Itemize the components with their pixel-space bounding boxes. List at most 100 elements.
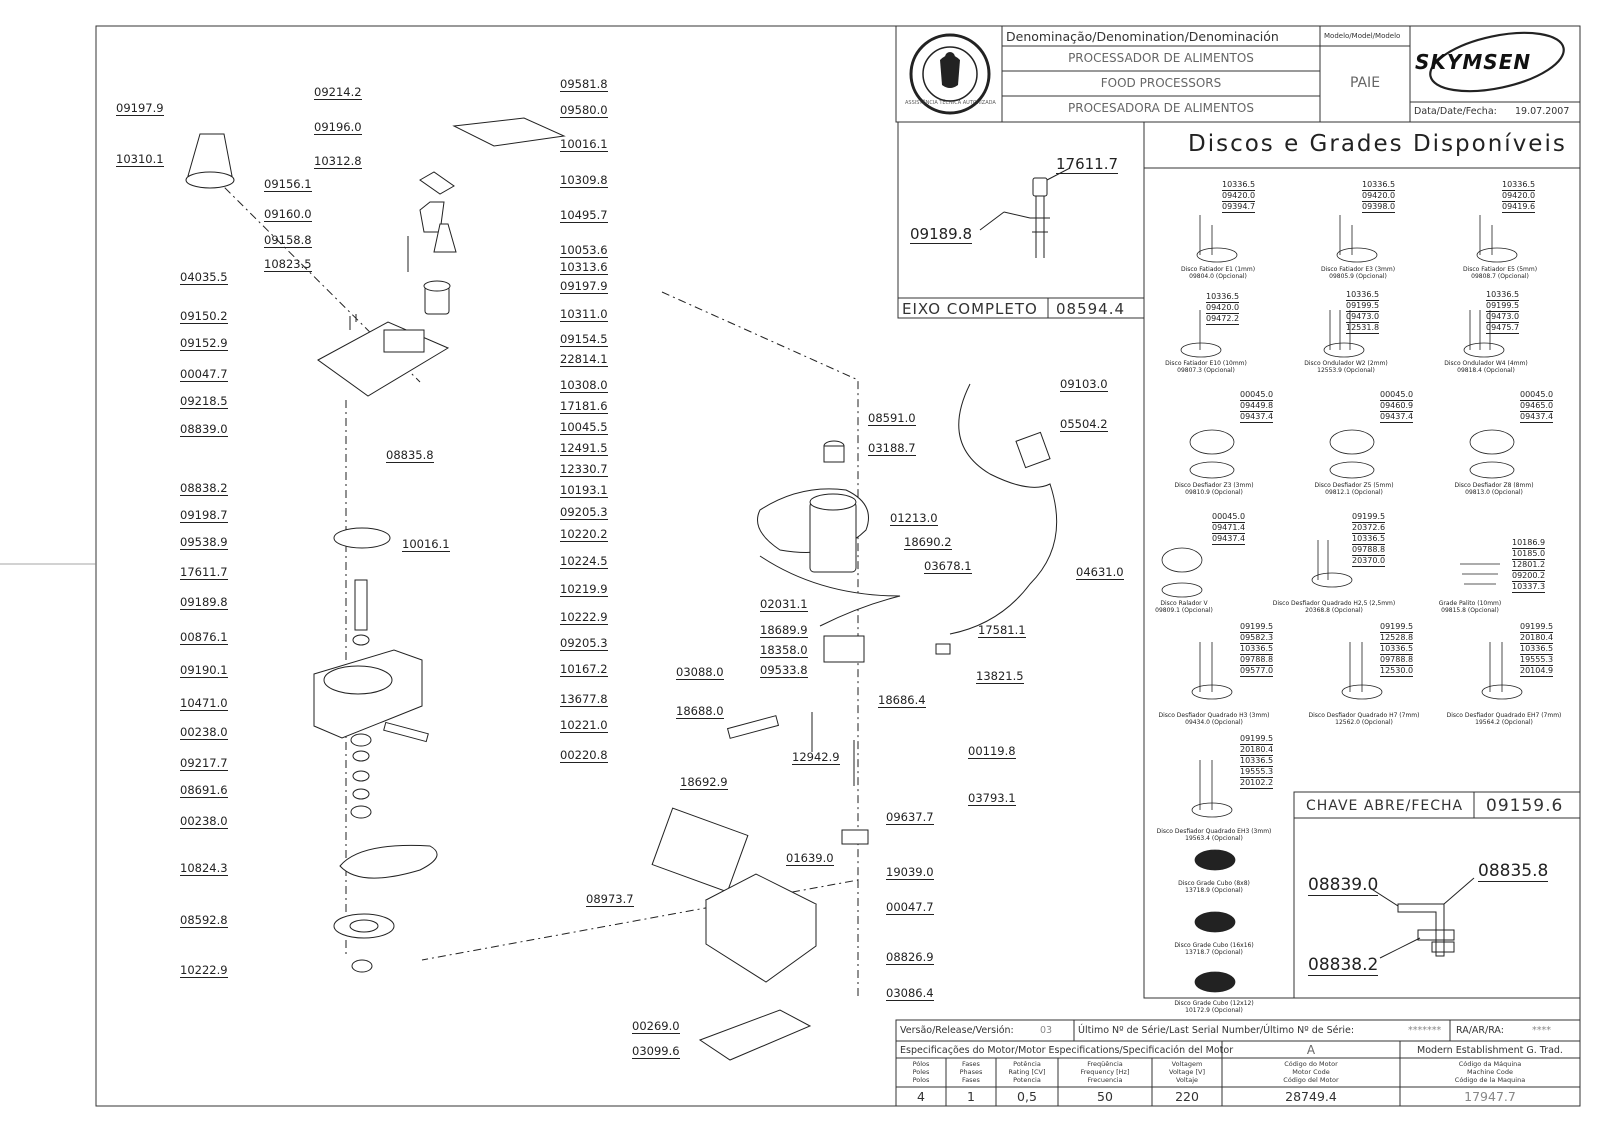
switch-part-3: 08838.2 <box>1308 955 1379 976</box>
disc-caption-line: 09810.9 (Opcional) <box>1185 489 1243 496</box>
right-part-callout: 13677.8 <box>560 692 608 707</box>
ra-value: **** <box>1532 1025 1551 1036</box>
disc-part-callout: 09199.5 <box>1520 622 1554 633</box>
disc-part-callout: 09199.5 <box>1380 622 1414 633</box>
motor-part-callout: 01213.0 <box>890 511 938 526</box>
shaft-part-left: 09189.8 <box>910 225 973 244</box>
shaft-part-top: 17611.7 <box>1056 155 1119 174</box>
motor-part-callout: 08826.9 <box>886 950 934 965</box>
motor-part-callout: 00269.0 <box>632 1019 680 1034</box>
disc-caption: Disco Fatiador E10 (10mm)09807.3 (Opcion… <box>1136 360 1276 374</box>
disc-part-callout: 09420.0 <box>1362 191 1396 202</box>
right-part-callout: 10045.5 <box>560 420 608 435</box>
disc-caption-line: Disco Desfiador Z8 (8mm) <box>1454 482 1534 489</box>
disc-caption-line: Disco Fatiador E5 (5mm) <box>1462 266 1538 273</box>
disc-caption: Disco Desfiador Z8 (8mm)09813.0 (Opciona… <box>1424 482 1564 496</box>
disc-part-callout: 09420.0 <box>1206 303 1240 314</box>
right-part-callout: 00220.8 <box>560 748 608 763</box>
disc-part-callout: 10336.5 <box>1240 756 1274 767</box>
motor-spec-header-line: Voltagem <box>1171 1060 1203 1068</box>
motor-spec-value: 0,5 <box>1017 1089 1037 1104</box>
disc-part-callout: 09437.4 <box>1380 412 1414 423</box>
disc-part-callout: 12530.0 <box>1380 666 1414 677</box>
disc-part-callout: 20180.4 <box>1520 633 1554 644</box>
disc-part-callout: 20370.0 <box>1352 556 1386 567</box>
disc-caption: Disco Grade Cubo (16x16)13718.7 (Opciona… <box>1144 942 1284 956</box>
motor-spec-header-line: Potencia <box>1013 1076 1041 1084</box>
motor-part-callout: 03099.6 <box>632 1044 680 1059</box>
disc-part-callout: 09199.5 <box>1240 734 1274 745</box>
serial-label: Último Nº de Série/Last Serial Number/Úl… <box>1078 1025 1355 1036</box>
disc-caption-line: Disco Desfiador Quadrado H2,5 (2,5mm) <box>1272 600 1396 607</box>
disc-part-callout: 09788.8 <box>1240 655 1274 666</box>
right-part-callout: 10221.0 <box>560 718 608 733</box>
motor-part-callout: 01639.0 <box>786 851 834 866</box>
right-part-callout: 17181.6 <box>560 399 608 414</box>
disc-part-callout: 19555.3 <box>1520 655 1554 666</box>
disc-caption-line: 09434.0 (Opcional) <box>1185 719 1243 726</box>
model-label: Modelo/Model/Modelo <box>1324 32 1401 40</box>
left-part-callout: 10310.1 <box>116 152 164 167</box>
right-part-callout: 10311.0 <box>560 307 608 322</box>
motor-spec-value: 4 <box>917 1089 925 1104</box>
disc-part-callout: 10336.5 <box>1222 180 1256 191</box>
shaft-code: 08594.4 <box>1056 300 1126 318</box>
disc-part-callout: 09199.5 <box>1352 512 1386 523</box>
motor-spec-value: 50 <box>1097 1089 1113 1104</box>
left-part-callout: 04035.5 <box>180 270 228 285</box>
disc-caption: Disco Desfiador Z3 (3mm)09810.9 (Opciona… <box>1144 482 1284 496</box>
disc-part-callout: 09437.4 <box>1240 412 1274 423</box>
motor-part-callout: 08591.0 <box>868 411 916 426</box>
motor-part-callout: 18688.0 <box>676 704 724 719</box>
left-part-callout: 09158.8 <box>264 233 312 248</box>
skymsen-logo <box>1429 31 1565 93</box>
right-part-callout: 10309.8 <box>560 173 608 188</box>
left-part-callout: 09538.9 <box>180 535 228 550</box>
disc-caption-line: 09812.1 (Opcional) <box>1325 489 1383 496</box>
left-part-callout: 08835.8 <box>386 448 434 463</box>
motor-spec-header-line: Voltage [V] <box>1169 1068 1205 1076</box>
right-part-callout: 12330.7 <box>560 462 608 477</box>
denomination-label: Denominação/Denomination/Denominación <box>1006 29 1279 44</box>
disc-part-callout: 20180.4 <box>1240 745 1274 756</box>
disc-caption-line: 09818.4 (Opcional) <box>1457 367 1515 374</box>
disc-caption-line: Disco Ralador V <box>1160 600 1208 607</box>
disc-sketches <box>1161 215 1523 993</box>
left-part-callout: 09156.1 <box>264 177 312 192</box>
name-pt: PROCESSADOR DE ALIMENTOS <box>1068 51 1254 65</box>
seal-text: ASSISTÊNCIA TÉCNICA AUTORIZADA <box>905 100 996 106</box>
disc-part-callout: 19555.3 <box>1240 767 1274 778</box>
motor-spec-header-line: Phases <box>959 1068 983 1076</box>
disc-part-callout: 09472.2 <box>1206 314 1240 325</box>
motor-part-callout: 18692.9 <box>680 775 728 790</box>
disc-caption-line: Disco Ondulador W2 (2mm) <box>1304 360 1388 367</box>
disc-part-callout: 09460.9 <box>1380 401 1414 412</box>
disc-part-callout: 00045.0 <box>1212 512 1246 523</box>
right-part-callout: 10495.7 <box>560 208 608 223</box>
disc-caption-line: Disco Ondulador W4 (4mm) <box>1444 360 1528 367</box>
shaft-drawing <box>979 167 1071 258</box>
disc-part-callout: 09471.4 <box>1212 523 1246 534</box>
disc-caption-line: 12553.9 (Opcional) <box>1317 367 1375 374</box>
disc-caption: Disco Desfiador Quadrado EH3 (3mm)19563.… <box>1144 828 1284 842</box>
disc-part-callout: 09199.5 <box>1486 301 1520 312</box>
motor-spec-header-line: Motor Code <box>1292 1068 1330 1076</box>
motor-part-callout: 00119.8 <box>968 744 1016 759</box>
serial-value: ******* <box>1408 1025 1442 1036</box>
motor-part-callout: 03086.4 <box>886 986 934 1001</box>
disc-caption: Grade Palito (10mm)09815.8 (Opcional) <box>1400 600 1540 614</box>
right-part-callout: 10224.5 <box>560 554 608 569</box>
left-part-callout: 09198.7 <box>180 508 228 523</box>
disc-caption-line: Disco Grade Cubo (12x12) <box>1174 1000 1254 1007</box>
brand-name: SKYMSEN <box>1415 50 1532 74</box>
disc-caption: Disco Fatiador E3 (3mm)09805.9 (Opcional… <box>1288 266 1428 280</box>
right-part-callout: 10220.2 <box>560 527 608 542</box>
disc-caption-line: 09804.0 (Opcional) <box>1189 273 1247 280</box>
disc-part-callout: 09437.4 <box>1212 534 1246 545</box>
right-part-callout: 10016.1 <box>560 137 608 152</box>
motor-part-callout: 00047.7 <box>886 900 934 915</box>
motor-spec-header-line: Frequency [Hz] <box>1080 1068 1130 1076</box>
